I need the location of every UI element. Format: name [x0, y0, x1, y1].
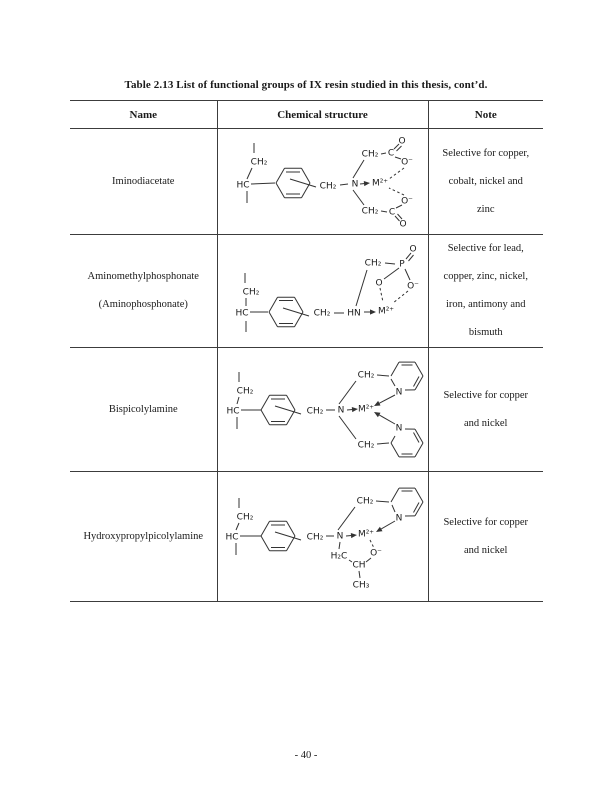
svg-text:M²⁺: M²⁺ — [357, 405, 373, 415]
svg-text:O: O — [398, 137, 405, 147]
table-row: Bispicolylamine CH₂ HC CH₂ N M²⁺ CH₂ N CH₂ N Sel… — [70, 347, 543, 472]
svg-text:N: N — [337, 406, 344, 416]
structure-cell: CH₂ HC CH₂ N M²⁺ CH₂ N CH₂ N — [216, 347, 429, 472]
svg-text:HC: HC — [236, 181, 249, 191]
svg-text:HC: HC — [226, 407, 239, 417]
svg-text:M²⁺: M²⁺ — [371, 179, 387, 189]
svg-text:O⁻: O⁻ — [401, 158, 413, 168]
svg-text:O: O — [375, 279, 382, 289]
structure-cell: CH₂ HC CH₂ N M²⁺ CH₂ N H₂C CH O⁻ CH₃ — [216, 471, 429, 602]
svg-text:CH₂: CH₂ — [361, 150, 378, 160]
svg-text:C: C — [387, 149, 393, 159]
svg-text:O: O — [399, 220, 406, 230]
svg-text:CH₂: CH₂ — [306, 533, 323, 543]
svg-text:CH₂: CH₂ — [250, 158, 267, 168]
svg-text:M²⁺: M²⁺ — [377, 307, 393, 317]
chemical-structure-drawing: CH₂ HC CH₂ N M²⁺ CH₂ N CH₂ N — [218, 348, 428, 471]
svg-text:O: O — [409, 245, 416, 255]
svg-text:M²⁺: M²⁺ — [357, 530, 373, 540]
svg-text:HC: HC — [225, 533, 238, 543]
note-cell: Selective for copper and nickel — [428, 471, 543, 602]
name-cell: Bispicolylamine — [70, 347, 217, 472]
note-cell: Selective for copper, cobalt, nickel and… — [428, 128, 543, 235]
svg-text:O⁻: O⁻ — [401, 197, 413, 207]
table-row: Aminomethylphosphonate (Aminophosphonate… — [70, 234, 543, 348]
svg-text:HN: HN — [347, 309, 361, 319]
name-cell: Aminomethylphosphonate (Aminophosphonate… — [70, 234, 217, 348]
svg-text:O⁻: O⁻ — [370, 549, 382, 559]
note-cell: Selective for copper and nickel — [428, 347, 543, 472]
column-header-note: Note — [428, 100, 543, 129]
svg-text:CH₂: CH₂ — [356, 497, 373, 507]
svg-text:CH₂: CH₂ — [364, 259, 381, 269]
svg-text:CH₂: CH₂ — [236, 513, 253, 523]
svg-text:P: P — [399, 260, 405, 270]
column-header-chemical-structure: Chemical structure — [216, 100, 429, 129]
svg-text:C: C — [388, 208, 394, 218]
svg-text:O⁻: O⁻ — [407, 282, 419, 292]
svg-text:N: N — [336, 532, 343, 542]
name-cell: Hydroxypropylpicolylamine — [70, 471, 217, 602]
svg-text:N: N — [395, 388, 402, 398]
note-cell: Selective for lead, copper, zinc, nickel… — [428, 234, 543, 348]
functional-groups-table: Name Chemical structure Note Iminodiacet… — [70, 100, 543, 602]
svg-text:CH₂: CH₂ — [357, 441, 374, 451]
name-cell: Iminodiacetate — [70, 128, 217, 235]
svg-text:N: N — [351, 180, 358, 190]
svg-text:CH₃: CH₃ — [352, 581, 369, 591]
svg-text:CH₂: CH₂ — [319, 182, 336, 192]
svg-text:CH₂: CH₂ — [357, 371, 374, 381]
svg-text:N: N — [395, 424, 402, 434]
svg-text:H₂C: H₂C — [330, 552, 347, 562]
svg-text:CH₂: CH₂ — [361, 207, 378, 217]
table-title: Table 2.13 List of functional groups of … — [124, 79, 488, 91]
svg-text:CH₂: CH₂ — [313, 309, 330, 319]
svg-text:CH: CH — [352, 561, 365, 571]
page-number: - 40 - — [294, 750, 318, 761]
column-header-name: Name — [70, 100, 217, 129]
svg-text:CH₂: CH₂ — [306, 407, 323, 417]
svg-text:N: N — [395, 514, 402, 524]
table-header-row: Name Chemical structure Note — [70, 100, 543, 129]
svg-text:HC: HC — [235, 309, 248, 319]
chemical-structure-drawing: CH₂ HC CH₂ N M²⁺ CH₂ N H₂C CH O⁻ CH₃ — [218, 472, 428, 601]
svg-text:CH₂: CH₂ — [236, 387, 253, 397]
svg-text:CH₂: CH₂ — [242, 288, 259, 298]
